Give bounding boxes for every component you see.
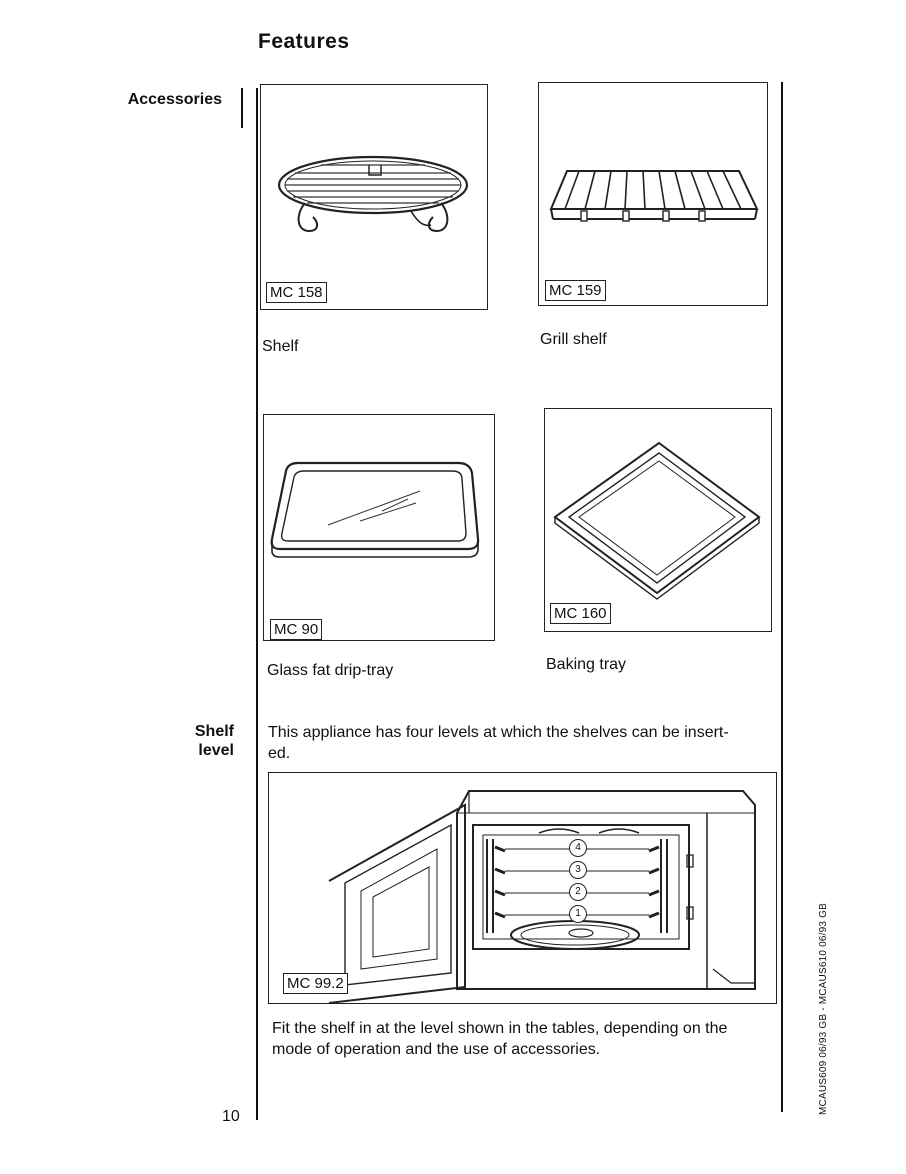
- page-number: 10: [222, 1108, 240, 1125]
- shelf-code: MC 158: [266, 282, 327, 303]
- grill-shelf-icon: [549, 170, 759, 222]
- baking-tray-code: MC 160: [550, 603, 611, 624]
- grill-shelf-figure: MC 159: [538, 82, 768, 306]
- glass-drip-tray-icon: [270, 461, 480, 558]
- glass-drip-tray-figure: MC 90: [263, 414, 495, 641]
- level-2-marker: 2: [569, 883, 587, 901]
- grill-shelf-code: MC 159: [545, 280, 606, 301]
- shelf-level-heading: Shelf level: [150, 722, 234, 760]
- level-4-marker: 4: [569, 839, 587, 857]
- page-title: Features: [258, 30, 350, 53]
- glass-drip-tray-caption: Glass fat drip-tray: [267, 662, 394, 679]
- shelf-level-intro-line1: This appliance has four levels at which …: [268, 724, 729, 741]
- accessories-rule: [241, 88, 243, 128]
- shelf-level-heading-line2: level: [198, 742, 234, 759]
- shelf-level-note: Fit the shelf in at the level shown in t…: [272, 1018, 784, 1060]
- shelf-figure: MC 158: [260, 84, 488, 310]
- oven-interior-icon: [328, 790, 756, 1003]
- right-margin-rule: [781, 82, 783, 1112]
- left-margin-rule: [256, 88, 258, 1120]
- level-3-marker: 3: [569, 861, 587, 879]
- shelf-level-note-line2: mode of operation and the use of accesso…: [272, 1041, 601, 1058]
- shelf-level-intro: This appliance has four levels at which …: [268, 722, 788, 764]
- shelf-level-note-line1: Fit the shelf in at the level shown in t…: [272, 1020, 728, 1037]
- shelf-caption: Shelf: [262, 338, 299, 355]
- oven-diagram-code: MC 99.2: [283, 973, 348, 994]
- glass-drip-tray-code: MC 90: [270, 619, 323, 640]
- shelf-level-heading-line1: Shelf: [194, 723, 234, 740]
- accessories-heading: Accessories: [127, 91, 222, 108]
- oval-wire-shelf-icon: [277, 155, 469, 233]
- baking-tray-figure: MC 160: [544, 408, 772, 632]
- shelf-level-intro-line2: ed.: [268, 745, 291, 762]
- baking-tray-caption: Baking tray: [546, 656, 627, 673]
- document-code-margin-note: MCAUS609 06/93 GB - MCAUS610 06/93 GB: [818, 903, 829, 1115]
- baking-tray-icon: [553, 441, 761, 600]
- oven-shelf-level-diagram: 4 3 2 1 MC 99.2: [268, 772, 777, 1004]
- grill-shelf-caption: Grill shelf: [540, 331, 607, 348]
- level-1-marker: 1: [569, 905, 587, 923]
